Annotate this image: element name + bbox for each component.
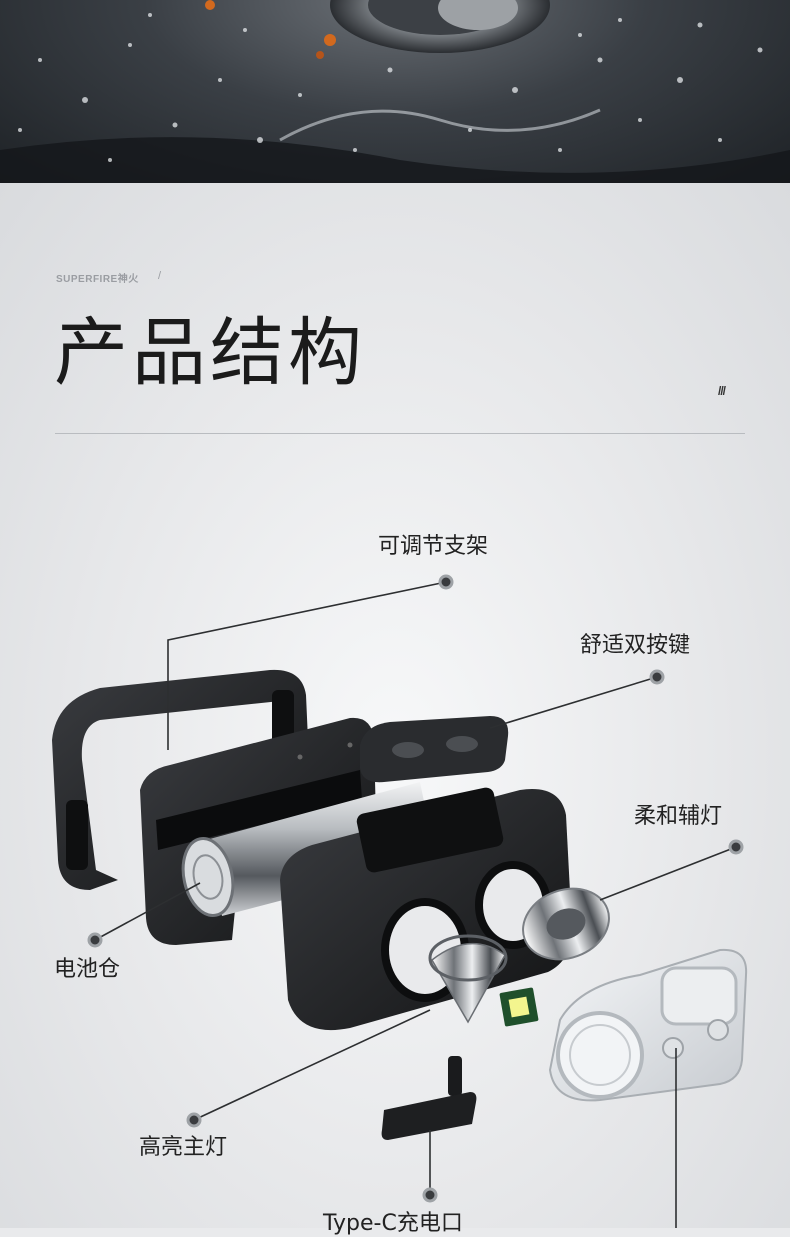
adjustable-bracket bbox=[52, 669, 308, 890]
title-decoration: /// bbox=[718, 384, 726, 398]
page-title: 产品结构 bbox=[54, 310, 366, 396]
water-splash-image bbox=[0, 0, 790, 183]
leader-dots bbox=[87, 574, 744, 1203]
hero-photo bbox=[0, 0, 790, 183]
main-light-reflector bbox=[428, 934, 508, 1024]
label-battery-compartment: 电池仓 bbox=[54, 957, 121, 982]
auxiliary-light-reflector bbox=[522, 887, 610, 961]
dual-buttons bbox=[360, 716, 509, 783]
label-adjustable-bracket: 可调节支架 bbox=[378, 534, 489, 559]
leader-lines bbox=[94, 581, 737, 1228]
transparent-lens-cover bbox=[548, 948, 748, 1102]
brand-slash: / bbox=[158, 270, 162, 282]
label-type-c-port: Type-C充电口 bbox=[323, 1211, 463, 1236]
divider bbox=[55, 433, 745, 434]
label-main-light: 高亮主灯 bbox=[139, 1135, 228, 1160]
label-auxiliary-light: 柔和辅灯 bbox=[634, 804, 723, 829]
brand-label: SUPERFIRE神火 bbox=[56, 274, 139, 285]
led-chip bbox=[499, 987, 539, 1027]
label-dual-buttons: 舒适双按键 bbox=[580, 633, 691, 658]
type-c-port-cover bbox=[381, 1056, 477, 1140]
